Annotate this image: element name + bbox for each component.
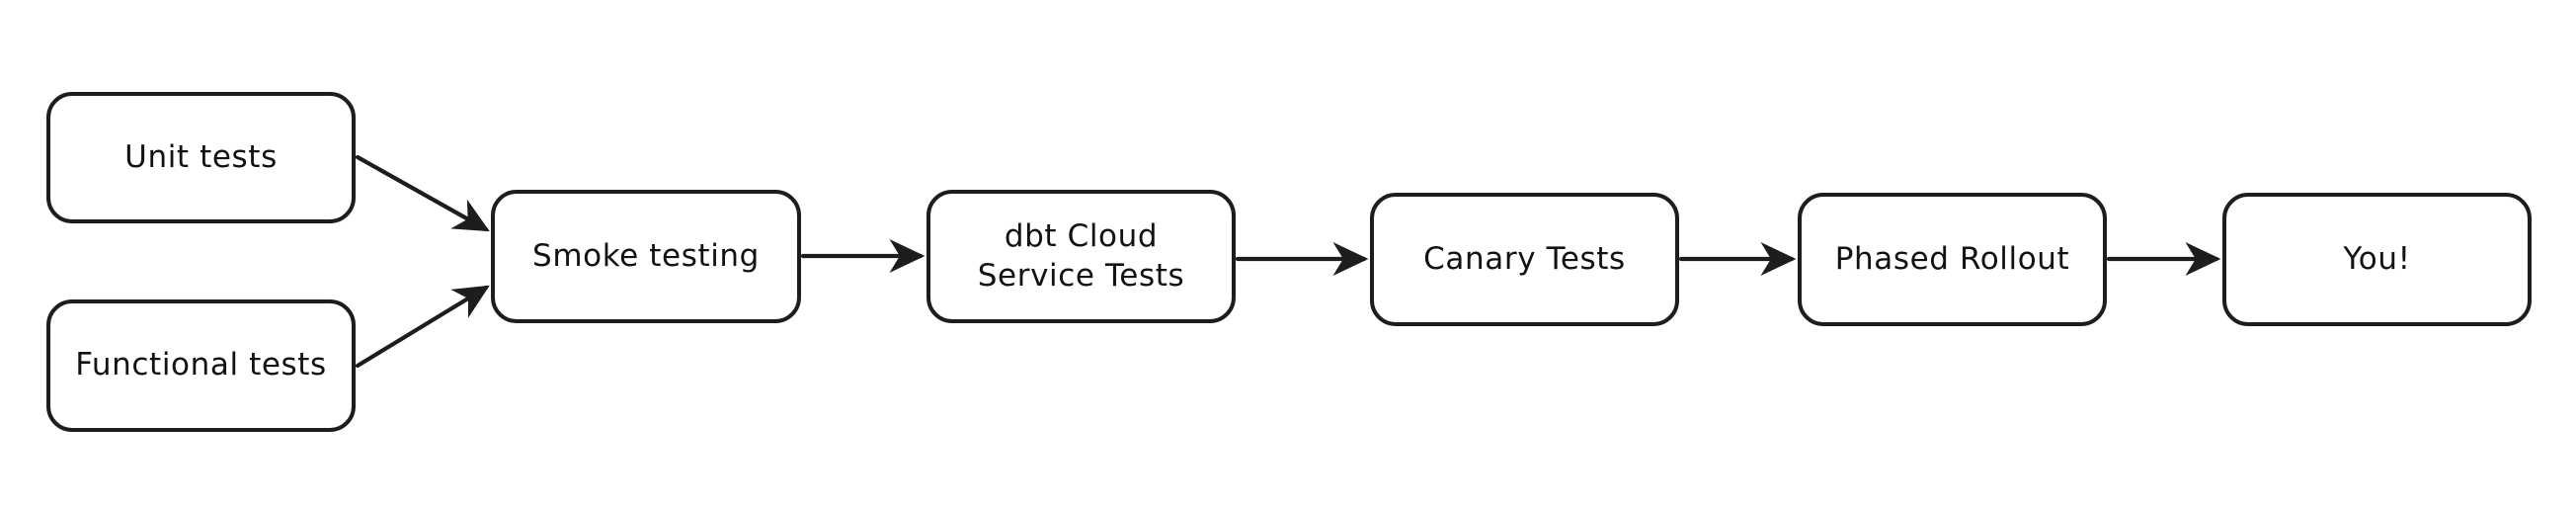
node-label-phased-rollout: Phased Rollout	[1834, 240, 2070, 277]
node-functional-tests[interactable]: Functional tests	[46, 299, 356, 432]
node-label-canary-tests: Canary Tests	[1423, 240, 1626, 277]
node-phased-rollout[interactable]: Phased Rollout	[1798, 193, 2107, 326]
edge-functional-to-smoke	[355, 285, 490, 369]
node-canary-tests[interactable]: Canary Tests	[1370, 193, 1679, 326]
node-label-you: You!	[2343, 240, 2411, 277]
node-smoke-testing[interactable]: Smoke testing	[491, 190, 801, 323]
node-dbt-cloud-service-tests[interactable]: dbt Cloud Service Tests	[926, 190, 1236, 323]
node-you[interactable]: You!	[2222, 193, 2532, 326]
node-label-functional-tests: Functional tests	[75, 347, 327, 383]
node-label-dbt-cloud-service-tests: dbt Cloud Service Tests	[977, 217, 1185, 294]
edge-unit-to-smoke	[355, 154, 490, 232]
node-label-smoke-testing: Smoke testing	[532, 237, 760, 274]
node-label-unit-tests: Unit tests	[124, 138, 278, 175]
node-unit-tests[interactable]: Unit tests	[46, 92, 356, 223]
